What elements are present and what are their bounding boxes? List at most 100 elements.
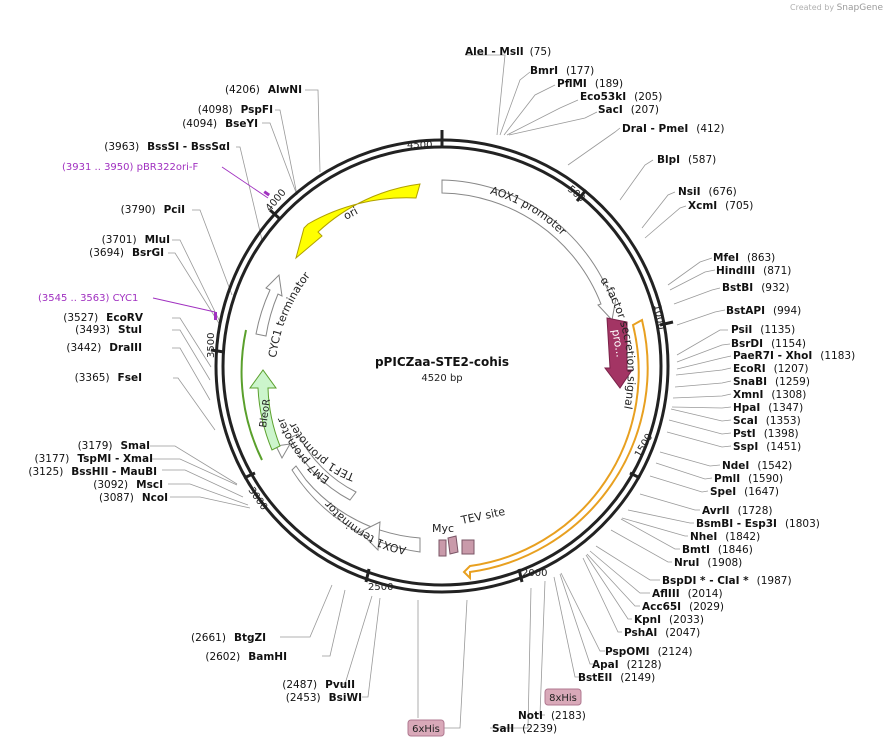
feature-label-aox1-promoter: AOX1 promoter	[489, 184, 569, 238]
site-stuI: (3493)StuI	[75, 324, 142, 336]
leader-lines	[150, 54, 732, 729]
site-alwNI: (4206)AlwNI	[225, 84, 302, 96]
tick-label-4000: 4000	[264, 187, 289, 214]
site-pciI: (3790)PciI	[121, 204, 185, 216]
site-sacI: SacI(207)	[598, 104, 659, 116]
site-mfeI: MfeI(863)	[713, 252, 775, 264]
feature-ste2	[462, 318, 649, 581]
site-scaI: ScaI(1353)	[733, 415, 801, 427]
site-bstBI: BstBI(932)	[722, 282, 789, 294]
feature-ori	[295, 183, 421, 260]
feature-his-block	[438, 539, 447, 557]
site-snaBI: SnaBI(1259)	[733, 376, 810, 388]
feature-bleor-track	[240, 329, 263, 461]
feature-bleor	[249, 369, 281, 451]
site-tspMI-xmaI: (3177)TspMI - XmaI	[34, 453, 153, 465]
feature-label-tev: TEV site	[459, 505, 506, 527]
tag-6xhis: 6xHis	[412, 724, 440, 735]
primer-label-cyc1: (3545 .. 3563) CYC1	[38, 293, 138, 304]
site-apaI: ApaI(2128)	[592, 659, 662, 671]
site-ndeI: NdeI(1542)	[722, 460, 792, 472]
site-eco53kI: Eco53kI(205)	[580, 91, 662, 103]
site-pvuII: (2487)PvuII	[282, 679, 355, 691]
site-pstI: PstI(1398)	[733, 428, 799, 440]
plasmid-size: 4520 bp	[421, 373, 462, 384]
site-ecoRV: (3527)EcoRV	[63, 312, 144, 324]
tick-3000	[243, 471, 256, 480]
site-psiI: PsiI(1135)	[731, 324, 795, 336]
tag-6xhis-box	[407, 719, 445, 737]
tick-3500	[210, 348, 225, 354]
snapgene-credit: Created by SnapGene	[790, 3, 883, 13]
site-bstAPI: BstAPI(994)	[726, 305, 801, 317]
site-xmnI: XmnI(1308)	[733, 389, 806, 401]
site-nsiI: NsiI(676)	[678, 186, 737, 198]
site-bstEII: BstEII(2149)	[578, 672, 655, 684]
feature-tef1-head	[275, 443, 291, 460]
site-draIII: (3442)DraIII	[66, 342, 142, 354]
site-bsiWI: (2453)BsiWI	[286, 692, 362, 704]
tick-500	[575, 189, 588, 202]
tick-1000	[659, 320, 674, 327]
tick-label-1000: 1000	[651, 304, 666, 331]
feature-label-myc: Myc	[432, 522, 454, 535]
site-sspI: SspI(1451)	[733, 441, 801, 453]
tick-label-500: 500	[565, 184, 587, 205]
site-bsrGI: (3694)BsrGI	[89, 247, 164, 259]
tick-2500	[364, 568, 371, 583]
site-pshAI: PshAI(2047)	[624, 627, 700, 639]
site-nruI: NruI(1908)	[674, 557, 742, 569]
primer-mark-cyc1	[214, 312, 217, 320]
feature-aox1-terminator-head	[359, 521, 381, 552]
site-aflIII: AflIII(2014)	[652, 588, 723, 600]
tick-label-2500: 2500	[368, 582, 393, 593]
site-hpaI: HpaI(1347)	[733, 402, 803, 414]
site-ecoRI: EcoRI(1207)	[733, 363, 809, 375]
feature-label-bleor: BleoR	[258, 398, 273, 428]
snapgene-brand: SnapGene	[836, 3, 883, 13]
tag-8xhis: 8xHis	[549, 693, 577, 704]
feature-label-ori: ori	[341, 204, 360, 222]
site-bamHI: (2602)BamHI	[205, 651, 287, 663]
site-speI: SpeI(1647)	[710, 486, 779, 498]
tick-label-3000: 3000	[246, 485, 270, 512]
site-pmlI: PmlI(1590)	[714, 473, 783, 485]
site-ncoI: (3087)NcoI	[99, 492, 168, 504]
tick-1500	[629, 471, 641, 480]
site-bmtI: BmtI(1846)	[682, 544, 753, 556]
site-labels-left: (2453)BsiWI (2487)PvuII (2602)BamHI (266…	[28, 84, 362, 704]
feature-cyc1-terminator	[255, 273, 283, 337]
site-mscI: (3092)MscI	[93, 479, 163, 491]
credit-text: Created by	[790, 3, 835, 12]
site-bmrI: BmrI(177)	[530, 65, 594, 77]
site-bsmBI-esp3I: BsmBI - Esp3I(1803)	[696, 518, 820, 530]
feature-label-pro: pro...	[609, 328, 627, 358]
primer-mark-pbr322	[263, 190, 271, 197]
site-acc65I: Acc65I(2029)	[642, 601, 724, 613]
site-pspFI: (4098)PspFI	[198, 104, 273, 116]
site-btgZI: (2661)BtgZI	[191, 632, 266, 644]
site-nheI: NheI(1842)	[690, 531, 760, 543]
site-bssHII-mauBI: (3125)BssHII - MauBI	[28, 466, 157, 478]
tick-label-2000: 2000	[522, 568, 547, 579]
site-labels-right: AleI - MslI(75) BmrI(177) PflMI(189) Eco…	[465, 46, 855, 735]
site-draI-pmeI: DraI - PmeI(412)	[622, 123, 724, 135]
primer-label-pbr322ori-f: (3931 .. 3950) pBR322ori-F	[62, 162, 198, 173]
tick-2000	[517, 568, 524, 583]
site-bspDI-claI: BspDI * - ClaI *(1987)	[662, 575, 792, 587]
site-bsrDI: BsrDI(1154)	[731, 338, 806, 350]
site-bseYI: (4094)BseYI	[182, 118, 258, 130]
feature-tev-block	[461, 539, 475, 555]
feature-pro	[604, 317, 633, 389]
site-fseI: (3365)FseI	[75, 372, 142, 384]
site-smaI: (3179)SmaI	[78, 440, 150, 452]
feature-aox1-terminator	[291, 465, 421, 553]
site-xcmI: XcmI(705)	[688, 200, 753, 212]
tick-4000	[268, 208, 282, 221]
site-notI: NotI(2183)	[518, 710, 586, 722]
site-pspOMI: PspOMI(2124)	[605, 646, 692, 658]
site-hindIII: HindIII(871)	[716, 265, 791, 277]
tick-marks	[210, 130, 674, 583]
site-mluI: (3701)MluI	[102, 234, 170, 246]
tick-label-3500: 3500	[206, 333, 217, 358]
